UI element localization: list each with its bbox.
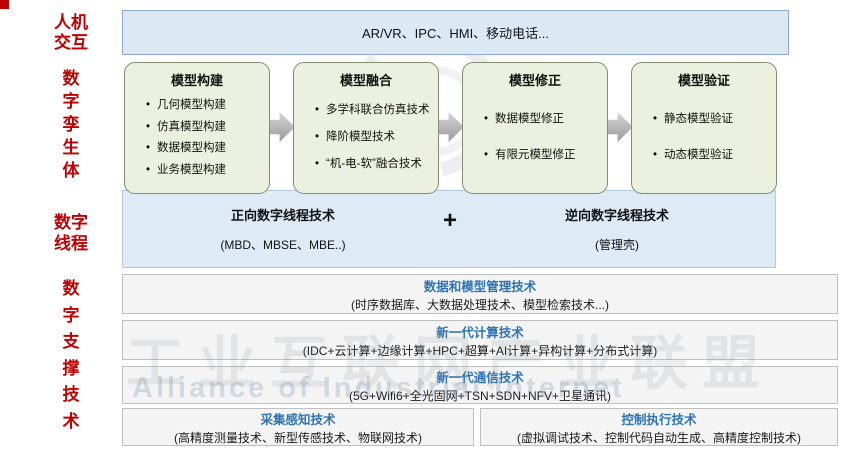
left-label-digital-support-tech: 数 字 支 撑 技 术 xyxy=(62,279,80,431)
left-label-digital-thread: 数字 线程 xyxy=(54,213,88,253)
forward-thread-subtitle: (MBD、MBSE、MBE..) xyxy=(220,238,346,252)
model-box-correction: 模型修正 数据模型修正 有限元模型修正 xyxy=(462,62,608,194)
band-next-gen-communication: 新一代通信技术 (5G+Wifi6+全光固网+TSN+SDN+NFV+卫星通讯) xyxy=(122,366,838,404)
model-box-title: 模型融合 xyxy=(339,73,392,88)
band-next-gen-computing: 新一代计算技术 (IDC+云计算+边缘计算+HPC+超算+AI计算+异构计算+分… xyxy=(122,320,838,360)
list-item: 数据模型修正 xyxy=(484,112,602,127)
list-item: 仿真模型构建 xyxy=(146,120,264,135)
band-subtitle: (IDC+云计算+边缘计算+HPC+超算+AI计算+异构计算+分布式计算) xyxy=(302,343,658,358)
model-box-title: 模型构建 xyxy=(170,73,223,88)
model-box-list: 数据模型修正 有限元模型修正 xyxy=(468,91,602,184)
model-box-fusion: 模型融合 多学科联合仿真技术 降阶模型技术 “机-电-软”融合技术 xyxy=(293,62,439,194)
list-item: 几何模型构建 xyxy=(146,98,264,113)
band-title: 采集感知技术 xyxy=(260,412,336,427)
reverse-thread-title: 逆向数字线程技术 xyxy=(564,208,669,223)
left-label-digital-twin: 数 字 孪 生 体 xyxy=(62,69,80,180)
top-banner-hmi-devices: AR/VR、IPC、HMI、移动电话... xyxy=(122,10,789,55)
band-subtitle: (虚拟调试技术、控制代码自动生成、高精度控制技术) xyxy=(517,430,801,445)
left-label-human-machine-interaction: 人机 交互 xyxy=(54,13,88,52)
model-box-title: 模型验证 xyxy=(677,73,730,88)
band-title: 数据和模型管理技术 xyxy=(423,279,537,294)
right-arrow-icon xyxy=(436,112,464,142)
model-box-list: 静态模型验证 动态模型验证 xyxy=(637,91,771,184)
list-item: 多学科联合仿真技术 xyxy=(315,103,433,118)
band-subtitle: (时序数据库、大数据处理技术、模型检索技术...) xyxy=(351,297,609,312)
top-banner-text: AR/VR、IPC、HMI、移动电话... xyxy=(361,26,550,41)
list-item: 业务模型构建 xyxy=(146,163,264,178)
right-arrow-icon xyxy=(605,112,633,142)
list-item: 静态模型验证 xyxy=(653,112,771,127)
corner-red-mark xyxy=(0,0,9,9)
band-subtitle: (5G+Wifi6+全光固网+TSN+SDN+NFV+卫星通讯) xyxy=(348,388,612,403)
right-arrow-icon xyxy=(267,112,295,142)
list-item: 有限元模型修正 xyxy=(484,148,602,163)
list-item: 动态模型验证 xyxy=(653,148,771,163)
band-title: 新一代通信技术 xyxy=(436,370,524,385)
list-item: 数据模型构建 xyxy=(146,141,264,156)
band-title: 新一代计算技术 xyxy=(436,325,524,340)
forward-thread-title: 正向数字线程技术 xyxy=(230,208,335,223)
model-box-title: 模型修正 xyxy=(508,73,561,88)
model-box-list: 几何模型构建 仿真模型构建 数据模型构建 业务模型构建 xyxy=(130,91,264,184)
forward-thread-block: 正向数字线程技术 (MBD、MBSE、MBE..) xyxy=(123,205,443,253)
band-title: 控制执行技术 xyxy=(621,412,697,427)
reverse-thread-subtitle: (管理壳) xyxy=(595,238,639,252)
box-collection-sensing-tech: 采集感知技术 (高精度测量技术、新型传感技术、物联网技术) xyxy=(122,408,474,446)
model-box-validation: 模型验证 静态模型验证 动态模型验证 xyxy=(631,62,777,194)
reverse-thread-block: 逆向数字线程技术 (管理壳) xyxy=(457,205,777,253)
model-box-list: 多学科联合仿真技术 降阶模型技术 “机-电-软”融合技术 xyxy=(299,91,433,184)
list-item: 降阶模型技术 xyxy=(315,130,433,145)
plus-symbol: + xyxy=(442,207,457,234)
digital-thread-band: 正向数字线程技术 (MBD、MBSE、MBE..) + 逆向数字线程技术 (管理… xyxy=(122,190,776,268)
band-subtitle: (高精度测量技术、新型传感技术、物联网技术) xyxy=(174,430,422,445)
model-box-construction: 模型构建 几何模型构建 仿真模型构建 数据模型构建 业务模型构建 xyxy=(124,62,270,194)
list-item: “机-电-软”融合技术 xyxy=(315,157,433,172)
band-data-model-management: 数据和模型管理技术 (时序数据库、大数据处理技术、模型检索技术...) xyxy=(122,274,838,314)
box-control-execution-tech: 控制执行技术 (虚拟调试技术、控制代码自动生成、高精度控制技术) xyxy=(480,408,838,446)
